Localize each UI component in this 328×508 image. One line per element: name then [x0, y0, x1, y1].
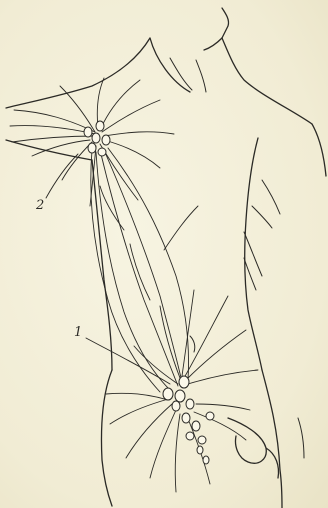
- lymphatic-vessel-network: [10, 78, 258, 492]
- leader-line-1: [86, 338, 170, 384]
- axillary-lymph-node-cluster: [84, 121, 110, 156]
- leader-line-2: [46, 154, 78, 198]
- inguinal-lymph-node-cluster: [163, 376, 214, 464]
- label-1: 1: [74, 326, 82, 339]
- label-2: 2: [36, 199, 44, 212]
